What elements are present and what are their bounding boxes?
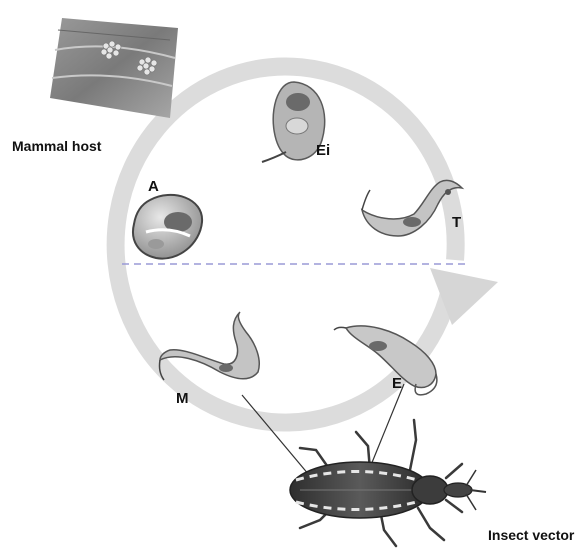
insect-vector-label: Insect vector	[488, 527, 574, 543]
stage-m-label: M	[176, 390, 189, 407]
stage-t-label: T	[452, 214, 461, 231]
stage-ei-label: Ei	[316, 142, 330, 159]
stage-a-label: A	[148, 178, 159, 195]
amastigote-icon	[133, 195, 202, 259]
stage-e-label: E	[392, 375, 402, 392]
mammal-host-label: Mammal host	[12, 138, 101, 154]
muscle-tissue-icon	[50, 18, 178, 118]
triatomine-bug-icon	[290, 420, 486, 546]
